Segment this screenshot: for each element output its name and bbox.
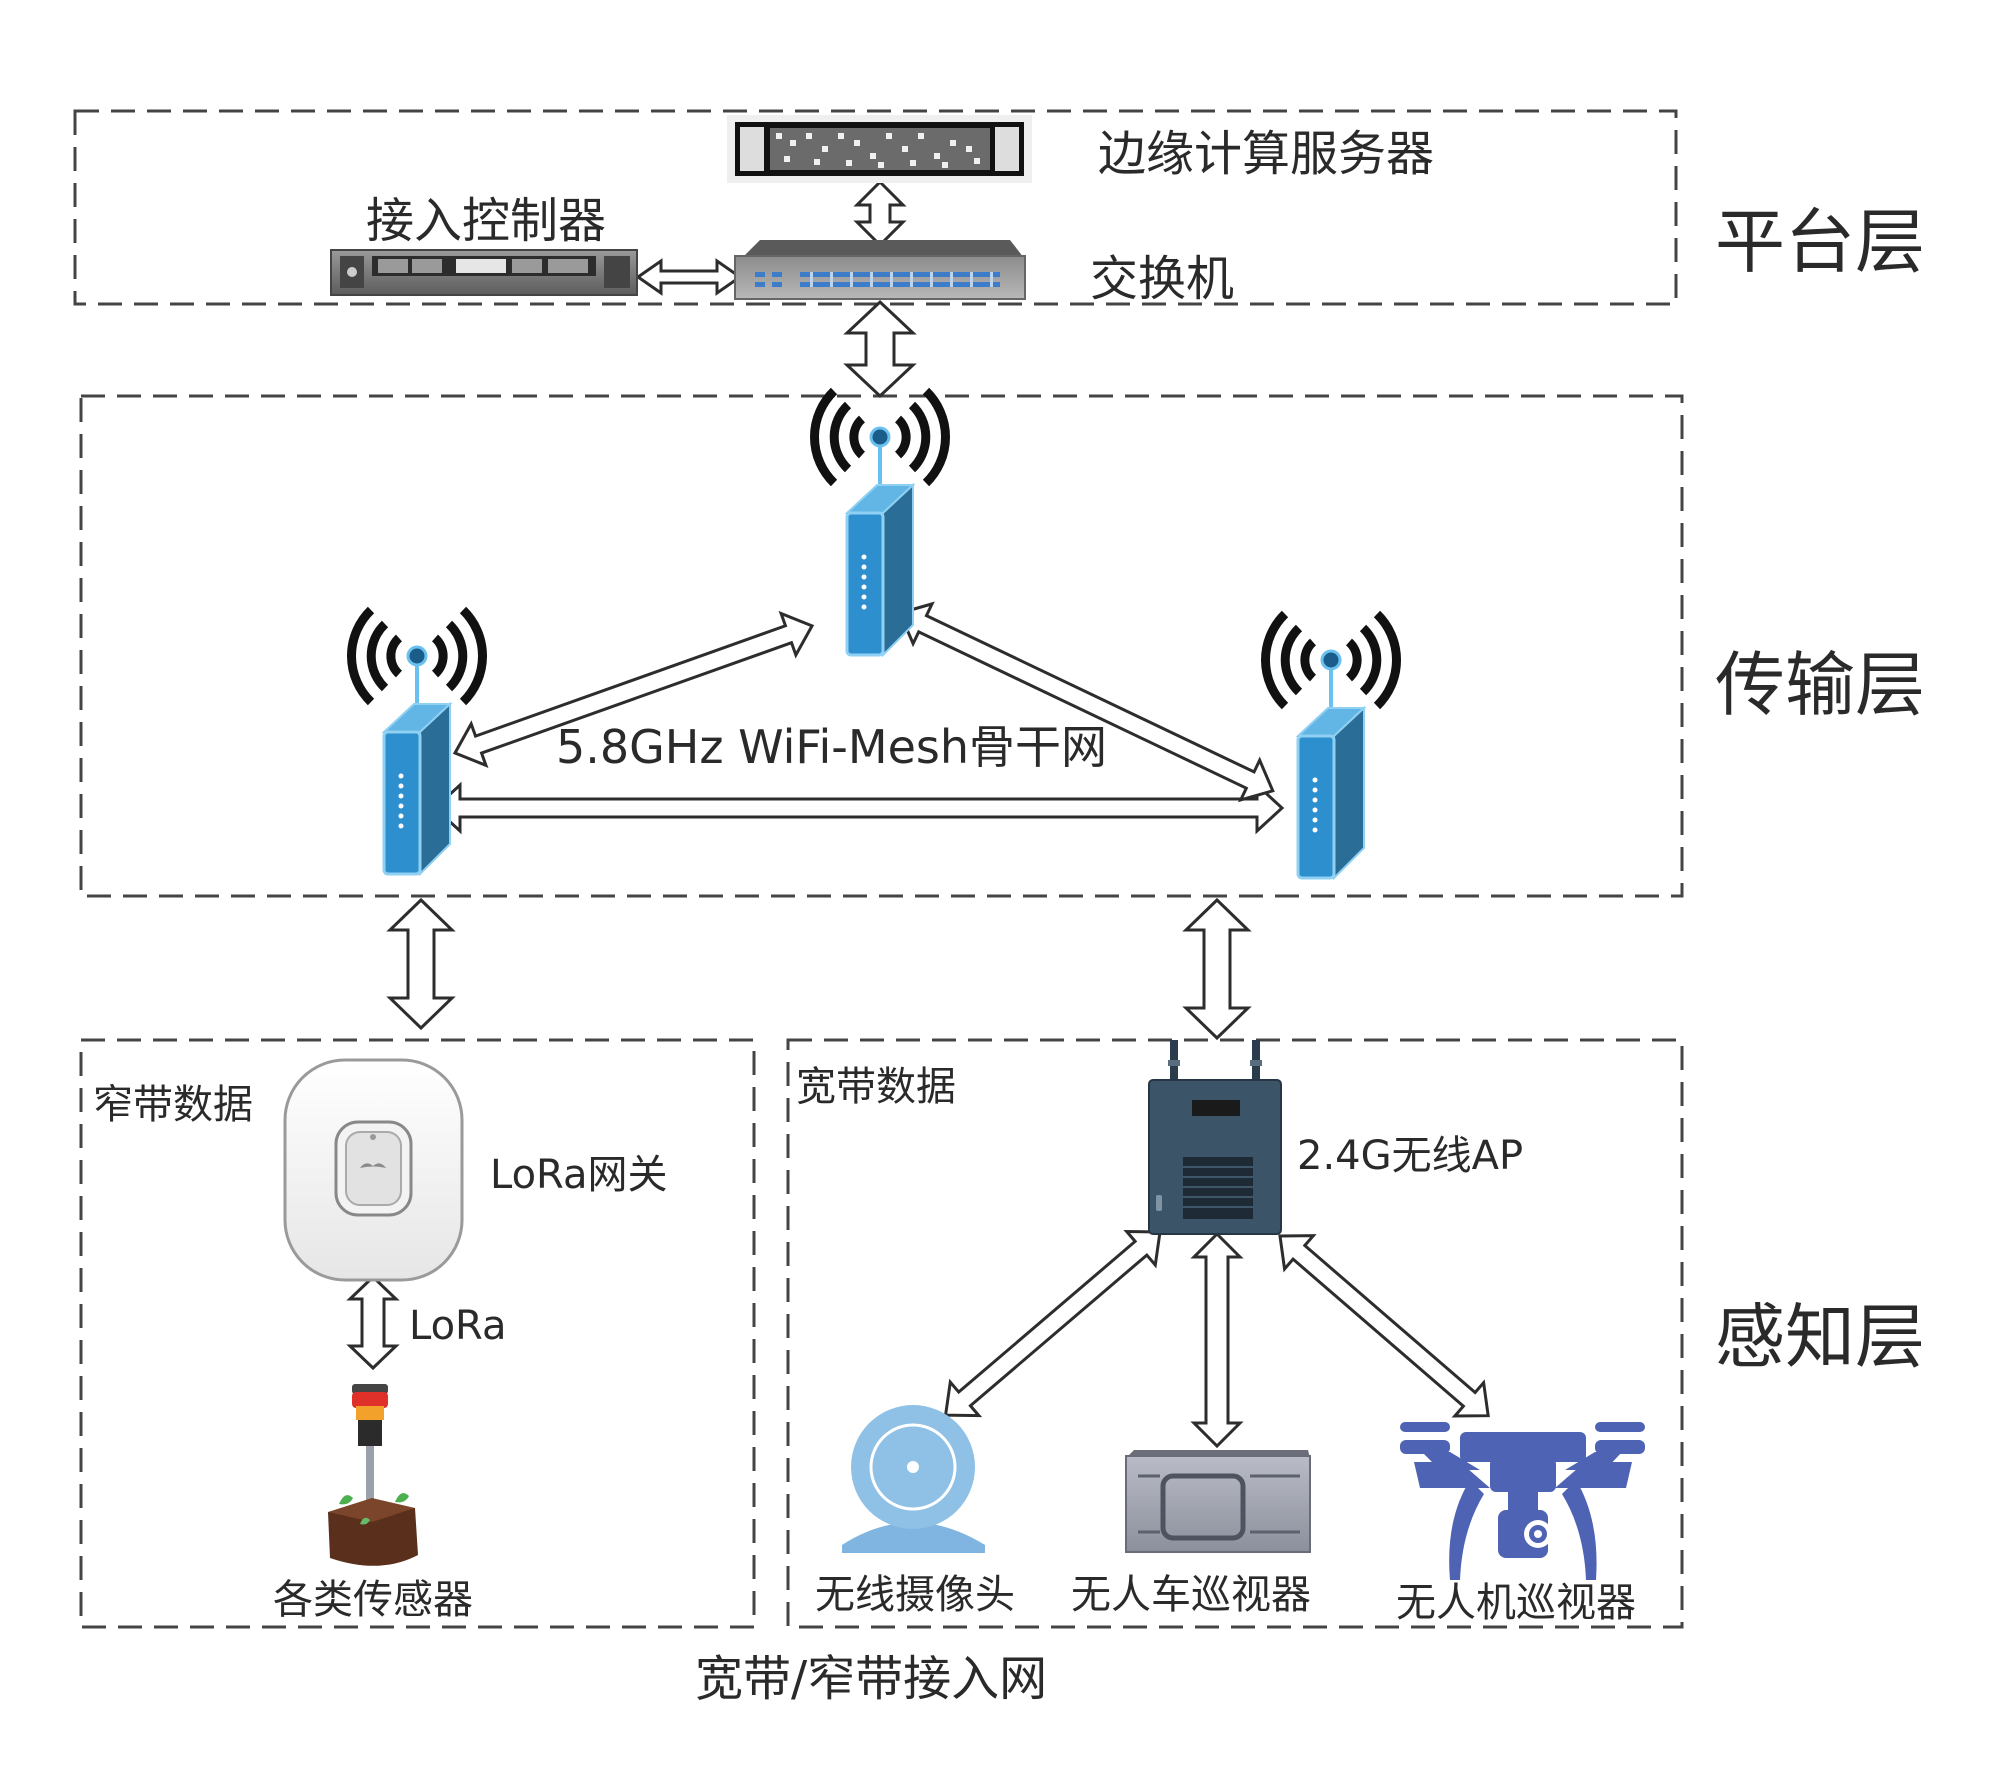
- arrow-controller-switch: [635, 258, 743, 296]
- arrow-switch-mesh: [843, 299, 917, 399]
- drone-label: 无人机巡视器: [1396, 1580, 1636, 1626]
- arrow-gateway-sensor: [346, 1274, 400, 1371]
- vehicle-label: 无人车巡视器: [1071, 1572, 1311, 1618]
- lora-link-label: LoRa: [409, 1303, 507, 1349]
- arrow-mesh-left-top: [452, 610, 815, 768]
- arrow-ap-drone: [1278, 1234, 1490, 1418]
- access-network-caption: 宽带/窄带接入网: [695, 1651, 1048, 1707]
- lora-gateway-icon: [283, 1058, 464, 1282]
- drone-icon: [1400, 1422, 1645, 1580]
- edge-server-label: 边缘计算服务器: [1098, 126, 1435, 182]
- layer-label-platform: 平台层: [1715, 201, 1925, 283]
- narrowband-frame: [79, 1038, 756, 1629]
- platform-frame: [73, 109, 1678, 306]
- switch-label: 交换机: [1090, 251, 1235, 307]
- ap-label: 2.4G无线AP: [1297, 1133, 1524, 1179]
- arrow-mesh-left-right: [432, 781, 1285, 835]
- broadband-frame: [786, 1038, 1684, 1629]
- layer-label-perception: 感知层: [1715, 1296, 1925, 1378]
- arrow-ap-vehicle: [1190, 1231, 1244, 1449]
- narrowband-title: 窄带数据: [93, 1082, 253, 1128]
- arrow-mesh-ap: [1182, 897, 1252, 1041]
- rack-server-icon: [727, 115, 1032, 183]
- camera-label: 无线摄像头: [815, 1572, 1015, 1618]
- soil-sensor-icon: [328, 1384, 418, 1566]
- arrow-mesh-narrowband: [386, 897, 456, 1031]
- access-controller-label: 接入控制器: [366, 193, 607, 249]
- arrow-server-switch: [853, 179, 907, 248]
- wireless-ap-icon: [1148, 1040, 1282, 1235]
- layer-label-transport: 传输层: [1715, 644, 1925, 726]
- wifi-mesh-router-icon: [1265, 614, 1396, 878]
- arrow-ap-camera: [943, 1229, 1162, 1418]
- broadband-title: 宽带数据: [796, 1064, 956, 1110]
- arrow-mesh-top-right: [897, 601, 1275, 803]
- sensors-label: 各类传感器: [273, 1577, 473, 1623]
- lora-gateway-label: LoRa网关: [490, 1152, 668, 1198]
- webcam-icon: [842, 1405, 985, 1553]
- mesh-backbone-label: 5.8GHz WiFi-Mesh骨干网: [556, 720, 1108, 774]
- rack-controller-icon: [330, 249, 638, 296]
- network-switch-icon: [734, 240, 1026, 300]
- patrol-vehicle-icon: [1125, 1450, 1311, 1553]
